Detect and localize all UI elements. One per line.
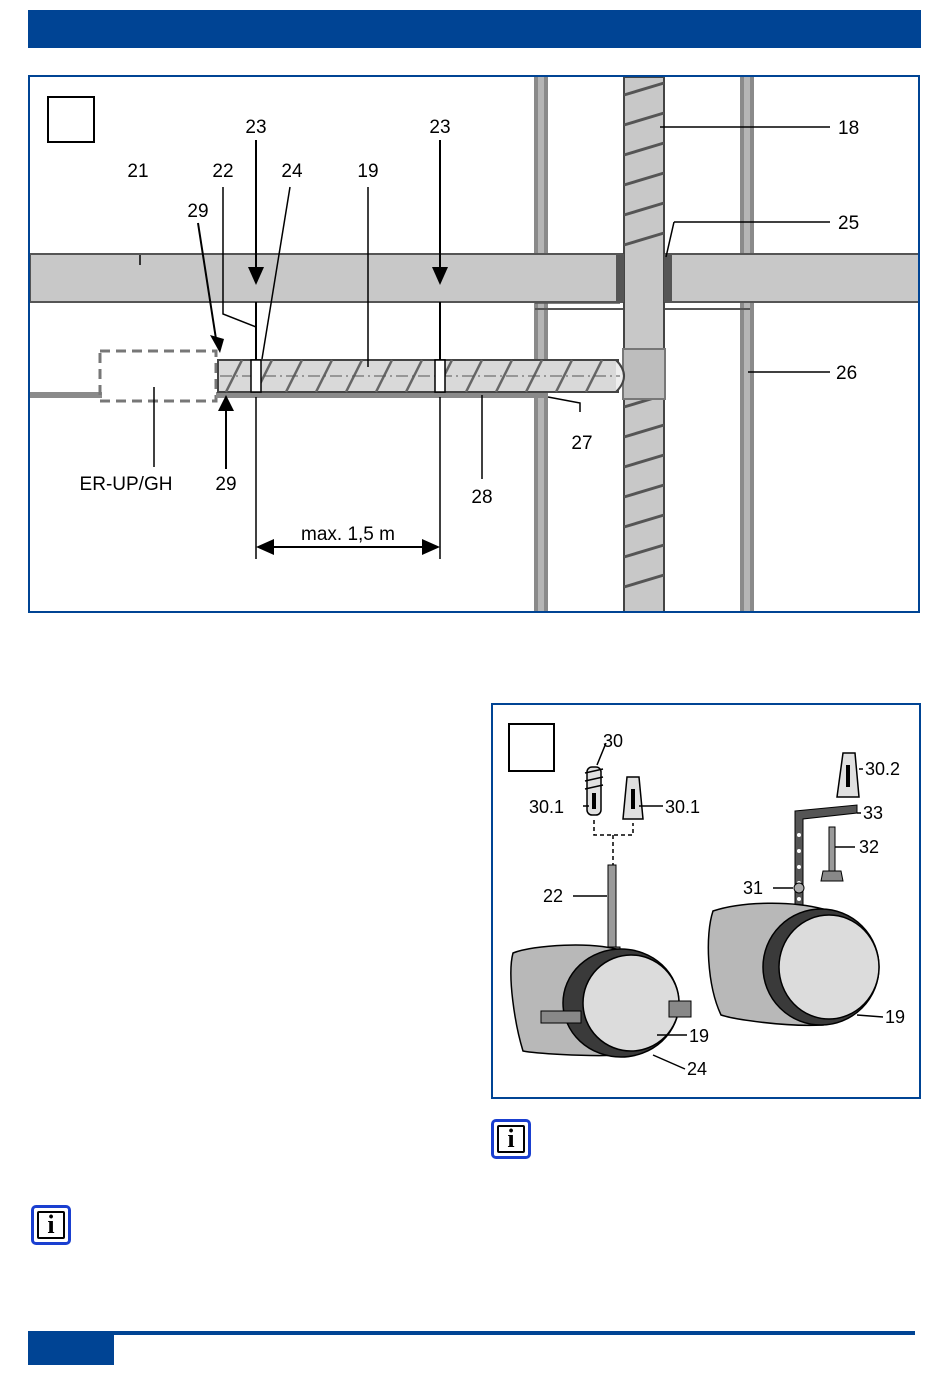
label-23-right: 23 xyxy=(429,117,450,138)
label-28: 28 xyxy=(471,487,492,508)
label-30-1-right: 30.1 xyxy=(665,797,700,817)
info-icon: i xyxy=(491,1119,531,1159)
figure-duct-clamps-drawing: 30 30.1 30.1 30.2 33 32 31 22 19 19 24 xyxy=(493,705,921,1099)
label-31: 31 xyxy=(743,878,763,898)
label-29-bottom: 29 xyxy=(215,474,236,495)
label-29-top: 29 xyxy=(187,201,208,222)
label-24: 24 xyxy=(281,161,303,182)
riser-duct xyxy=(624,77,664,613)
label-19-right: 19 xyxy=(885,1007,905,1027)
label-21: 21 xyxy=(127,161,148,182)
label-25: 25 xyxy=(838,213,859,234)
figure-duct-installation: 23 23 21 22 24 19 29 18 25 26 27 28 29 E… xyxy=(28,75,920,613)
info-icon: i xyxy=(31,1205,71,1245)
label-33: 33 xyxy=(863,803,883,823)
label-26: 26 xyxy=(836,363,857,384)
label-22: 22 xyxy=(212,161,233,182)
label-22: 22 xyxy=(543,886,563,906)
label-32: 32 xyxy=(859,837,879,857)
label-30-2: 30.2 xyxy=(865,759,900,779)
label-19-left: 19 xyxy=(689,1026,709,1046)
ceiling-slab xyxy=(30,254,920,302)
fan-unit-outline xyxy=(100,351,216,401)
label-24: 24 xyxy=(687,1059,707,1079)
figure-duct-installation-drawing: 23 23 21 22 24 19 29 18 25 26 27 28 29 E… xyxy=(30,77,920,613)
footer-line xyxy=(28,1331,915,1335)
figure-number-box xyxy=(509,724,554,771)
label-er-up-gh: ER-UP/GH xyxy=(80,474,173,495)
label-27: 27 xyxy=(571,433,592,454)
label-30-1-left: 30.1 xyxy=(529,797,564,817)
label-23-left: 23 xyxy=(245,117,266,138)
suspended-ceiling xyxy=(30,392,102,398)
label-30: 30 xyxy=(603,731,623,751)
label-19: 19 xyxy=(357,161,378,182)
figure-duct-clamps: 30 30.1 30.1 30.2 33 32 31 22 19 19 24 xyxy=(491,703,921,1099)
label-18: 18 xyxy=(838,118,859,139)
duct-left-opening xyxy=(583,955,679,1051)
figure-number-box xyxy=(48,97,94,142)
footer-page-tab xyxy=(28,1331,114,1365)
duct-right-opening xyxy=(779,915,879,1019)
dimension-label: max. 1,5 m xyxy=(301,524,395,545)
header-bar xyxy=(28,10,921,48)
